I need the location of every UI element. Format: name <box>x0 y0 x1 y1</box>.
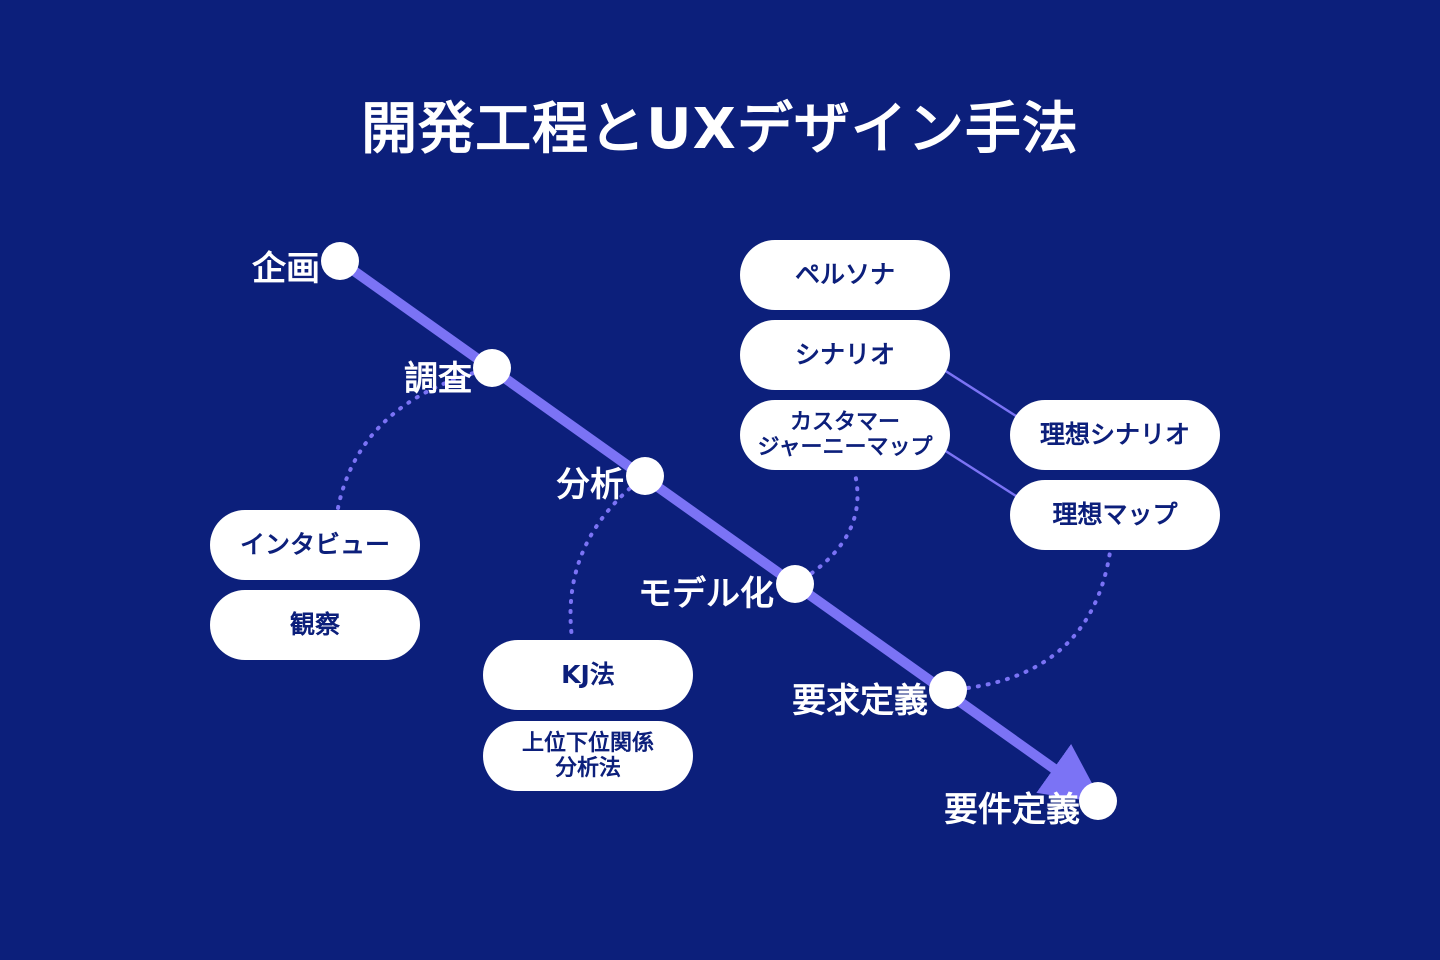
method-pill-persona: ペルソナ <box>740 240 950 310</box>
node-model <box>776 565 814 603</box>
method-pill-ideal-map: 理想マップ <box>1010 480 1220 550</box>
method-pill-ideal-scenario: 理想シナリオ <box>1010 400 1220 470</box>
method-pill-hierarchy: 上位下位関係 分析法 <box>483 721 693 791</box>
link-scenario-ideal-scenario <box>943 368 1017 418</box>
stage-label-chousa: 調査 <box>404 359 472 399</box>
link-journey-ideal-map <box>943 448 1017 498</box>
stage-label-model: モデル化 <box>638 574 774 614</box>
stage-label-bunseki: 分析 <box>556 465 624 505</box>
node-chousa <box>473 349 511 387</box>
node-youkyuu <box>929 671 967 709</box>
stage-label-youkyuu: 要求定義 <box>792 681 928 721</box>
page-title: 開発工程とUXデザイン手法 <box>361 97 1079 162</box>
node-youken <box>1079 782 1117 820</box>
link-youkyuu-idealmap <box>946 550 1112 692</box>
stage-label-kikaku: 企画 <box>252 249 320 289</box>
method-pill-kj: KJ法 <box>483 640 693 710</box>
node-kikaku <box>321 242 359 280</box>
method-pill-scenario: シナリオ <box>740 320 950 390</box>
link-chousa-interview <box>336 366 494 510</box>
stage-label-youken: 要件定義 <box>944 790 1080 830</box>
method-pill-journey: カスタマー ジャーニーマップ <box>740 400 950 470</box>
link-model-journey <box>793 472 860 586</box>
method-pill-interview: インタビュー <box>210 510 420 580</box>
method-pill-kansatsu: 観察 <box>210 590 420 660</box>
node-bunseki <box>626 457 664 495</box>
